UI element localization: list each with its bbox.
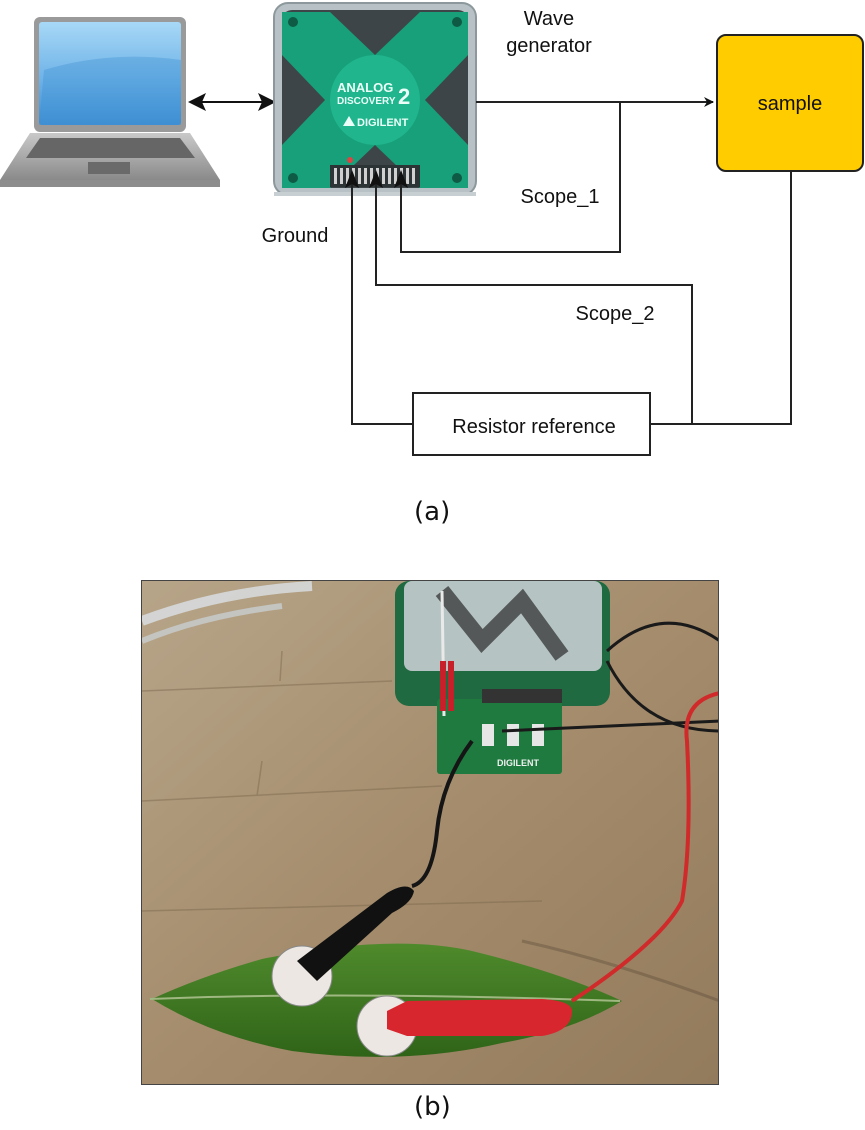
- wave-generator-label-line1: Wave: [524, 8, 574, 30]
- adapter-board-label: DIGILENT: [497, 758, 540, 768]
- scope-1-arrowhead: [394, 170, 408, 188]
- panel-b-caption: (b): [414, 1092, 451, 1122]
- panel-a-caption: (a): [414, 497, 451, 527]
- analog-discovery-device-icon: [273, 2, 477, 196]
- ground-arrowhead: [345, 170, 359, 188]
- sample-box: [716, 34, 864, 172]
- photo-illustration: DIGILENT: [142, 581, 718, 1084]
- scope-2-arrowhead: [369, 170, 383, 188]
- resistor-reference-label: Resistor reference: [452, 416, 615, 438]
- red-alligator-clip: [387, 999, 572, 1036]
- laptop-icon: [0, 17, 220, 187]
- resistor-reference-box: [412, 392, 651, 456]
- scope-1-wire: [400, 102, 621, 253]
- sample-label: sample: [758, 93, 822, 115]
- scope-1-label: Scope_1: [521, 186, 600, 208]
- device-model-number: 2: [398, 84, 410, 109]
- bidirectional-arrow: [188, 93, 276, 111]
- scope-2-label: Scope_2: [576, 303, 655, 325]
- measurement-setup-diagram: ANALOG DISCOVERY 2 DIGILENT sample Resis…: [0, 2, 864, 456]
- device-brand-line1: ANALOG: [337, 80, 393, 95]
- ground-wire: [351, 182, 412, 425]
- ground-label: Ground: [262, 225, 329, 247]
- scope-2-wire: [375, 182, 693, 424]
- breadboard-adapter: DIGILENT: [437, 689, 562, 774]
- experiment-photo: DIGILENT: [141, 580, 719, 1085]
- black-alligator-clip: [297, 886, 414, 981]
- device-maker: DIGILENT: [357, 117, 409, 129]
- digilent-logo-icon: [343, 116, 355, 126]
- sample-to-resistor-wire: [650, 172, 792, 425]
- analog-discovery-in-bag: [395, 581, 610, 706]
- wave-generator-label-line2: generator: [506, 35, 592, 57]
- device-brand-line2: DISCOVERY: [337, 96, 396, 107]
